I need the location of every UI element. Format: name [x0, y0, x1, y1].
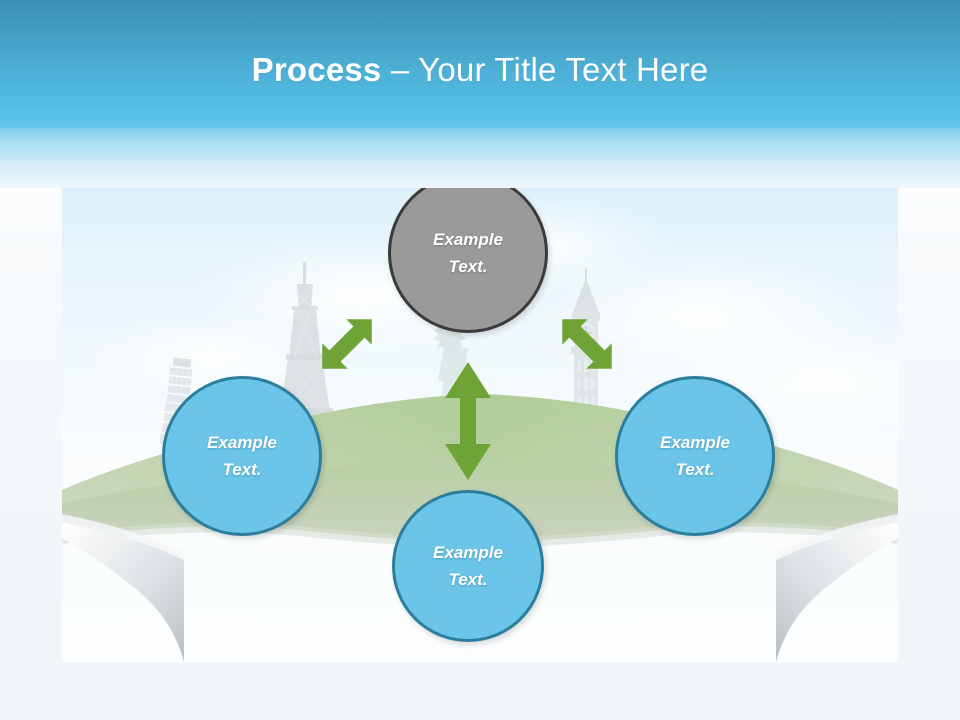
slide-title-rest: – Your Title Text Here	[381, 51, 709, 88]
paper-curl-bottom-left	[62, 500, 252, 662]
connector-left-top-double-arrow	[300, 296, 394, 392]
process-node-right-line1: Example	[660, 433, 730, 452]
process-node-bottom[interactable]: Example Text.	[392, 490, 544, 642]
slide-title-bold: Process	[251, 51, 382, 88]
slide-header-band	[0, 0, 960, 128]
process-node-top-line2: Text.	[448, 257, 488, 276]
connector-top-bottom-double-arrow	[441, 358, 495, 484]
process-node-left-line2: Text.	[222, 460, 262, 479]
slide-title: Process – Your Title Text Here	[0, 50, 960, 90]
process-node-bottom-line2: Text.	[448, 570, 488, 589]
process-node-right-line2: Text.	[675, 460, 715, 479]
connector-right-top-double-arrow	[540, 296, 634, 392]
process-node-left[interactable]: Example Text.	[162, 376, 322, 536]
process-node-top[interactable]: Example Text.	[388, 173, 548, 333]
process-node-bottom-line1: Example	[433, 543, 503, 562]
process-node-top-line1: Example	[433, 230, 503, 249]
process-node-left-line1: Example	[207, 433, 277, 452]
paper-curl-bottom-right	[708, 500, 898, 662]
process-node-right[interactable]: Example Text.	[615, 376, 775, 536]
header-fade	[0, 118, 960, 188]
